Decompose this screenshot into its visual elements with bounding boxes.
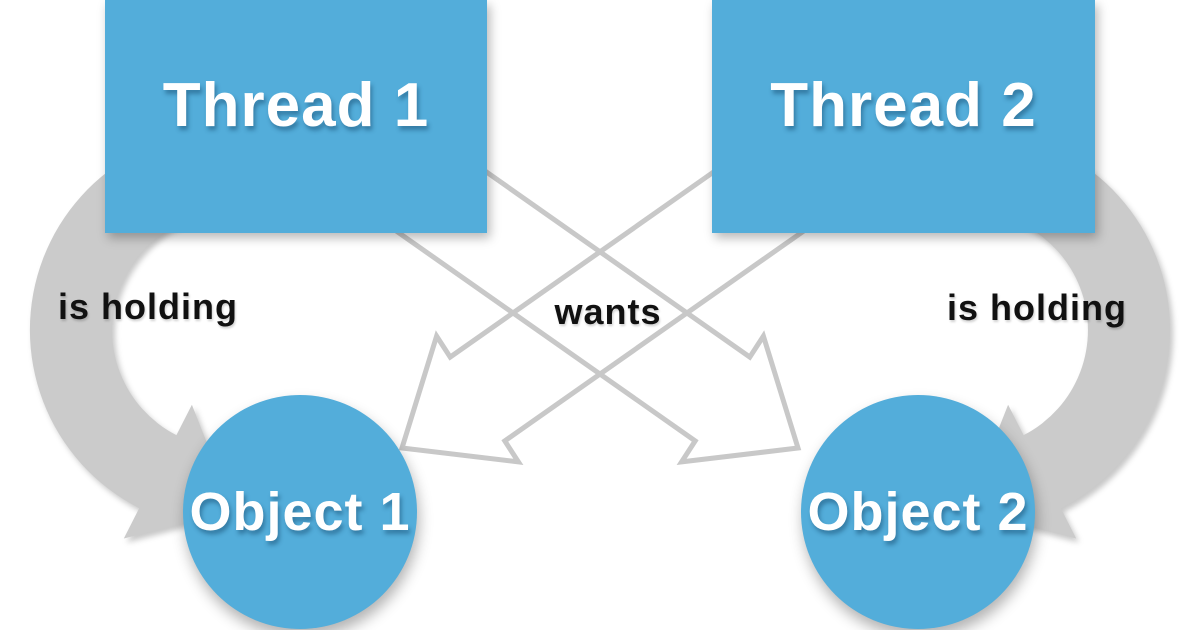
edge-label-right-holding: is holding <box>947 287 1127 328</box>
wants-arrow-thread2-fill <box>402 148 803 462</box>
holding-arrow-right-icon <box>918 129 1171 539</box>
object-1-label: Object 1 <box>189 482 411 542</box>
thread-1-label: Thread 1 <box>162 71 430 140</box>
node-object-1: Object 1 <box>183 395 417 629</box>
wants-arrows <box>394 144 806 466</box>
wants-arrow-thread2-icon <box>398 144 806 466</box>
node-thread-2: Thread 2 <box>712 0 1095 233</box>
edge-label-left-holding: is holding <box>58 286 238 327</box>
node-object-2: Object 2 <box>801 395 1035 629</box>
wants-arrow-thread1-icon <box>394 144 802 466</box>
edge-label-wants: wants <box>554 291 662 332</box>
holding-arrows <box>29 129 1171 539</box>
holding-arrow-left-icon <box>29 129 282 539</box>
thread-2-label: Thread 2 <box>770 71 1037 140</box>
object-2-label: Object 2 <box>807 482 1029 542</box>
node-thread-1: Thread 1 <box>105 0 487 233</box>
